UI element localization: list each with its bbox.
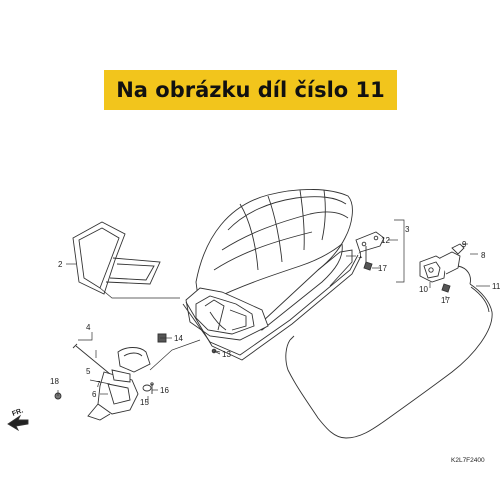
callout-15: 15 xyxy=(140,398,149,407)
fastener-16[interactable] xyxy=(150,382,154,394)
callout-17b: 17 xyxy=(441,296,450,305)
callout-2: 2 xyxy=(58,260,63,269)
callout-14: 14 xyxy=(174,334,183,343)
callout-6: 6 xyxy=(92,390,97,399)
callout-10: 10 xyxy=(419,285,428,294)
fastener-17b[interactable] xyxy=(441,283,451,293)
callout-1: 1 xyxy=(358,251,363,260)
part-mount-assembly[interactable] xyxy=(72,343,152,421)
part-hinge-bracket[interactable] xyxy=(355,231,385,262)
fastener-17a[interactable] xyxy=(363,261,373,271)
callout-11: 11 xyxy=(492,282,500,291)
part-side-cover[interactable] xyxy=(72,221,161,295)
callout-8: 8 xyxy=(481,251,486,260)
part-seat-lock[interactable] xyxy=(419,243,471,285)
callout-4: 4 xyxy=(86,323,91,332)
callout-12: 12 xyxy=(381,236,390,245)
callouts: 1 2 3 4 5 6 7 8 9 10 11 12 13 14 15 16 1… xyxy=(11,225,500,464)
callout-17a: 17 xyxy=(378,264,387,273)
part-cable[interactable] xyxy=(285,283,493,439)
callout-13: 13 xyxy=(222,350,231,359)
callout-16: 16 xyxy=(160,386,169,395)
callout-7: 7 xyxy=(96,380,101,389)
callout-9: 9 xyxy=(462,240,467,249)
part-seat[interactable] xyxy=(182,189,362,361)
reference-code: K2L7F2400 xyxy=(451,457,485,464)
callout-3: 3 xyxy=(405,225,410,234)
callout-5: 5 xyxy=(86,367,91,376)
highlight-banner: Na obrázku díl číslo 11 xyxy=(104,70,397,110)
leader-lines xyxy=(57,219,490,402)
direction-label: FR. xyxy=(11,407,24,417)
banner-text: Na obrázku díl číslo 11 xyxy=(116,78,385,102)
callout-18: 18 xyxy=(50,377,59,386)
direction-arrow xyxy=(7,414,29,432)
